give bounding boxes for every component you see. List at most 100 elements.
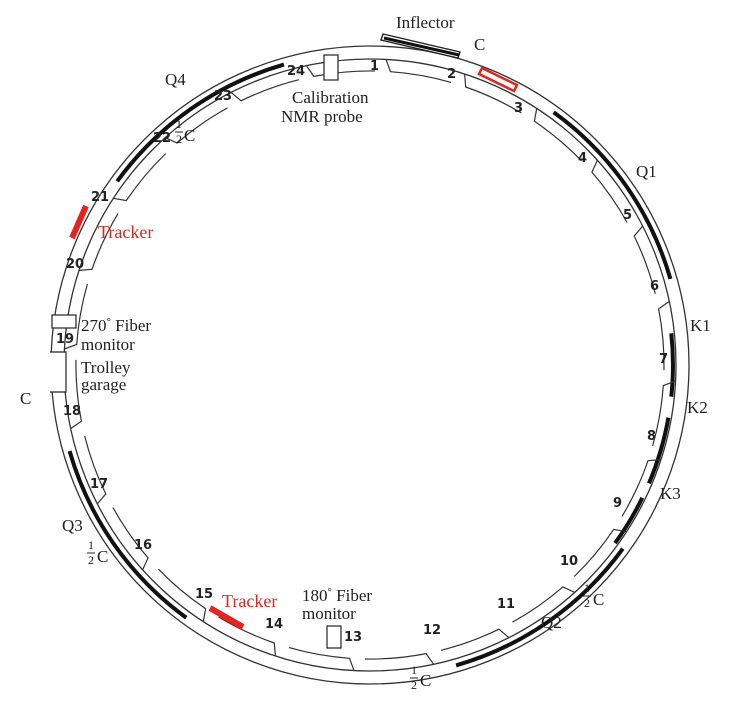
station-16: 16: [134, 538, 152, 553]
kicker-sections: [613, 333, 675, 545]
kicker-arc: [669, 333, 675, 397]
fiber-monitor-270-box: [51, 314, 77, 329]
half-c-letter: C: [97, 547, 108, 566]
fiber-270-rest: Fiber: [111, 316, 151, 335]
station-17: 17: [90, 477, 108, 492]
chamber-notch: [84, 435, 107, 505]
station-22: 22: [153, 131, 171, 146]
station-9: 9: [613, 496, 622, 511]
q3-label: Q3: [62, 516, 83, 535]
fiber-270-number: 270: [81, 316, 107, 335]
half-collimator-16: 1 2 C: [87, 538, 108, 567]
half-num: 1: [88, 538, 94, 552]
tracker-marker-top: [477, 66, 519, 93]
trolley-garage: [50, 351, 67, 393]
chamber-notch: [288, 647, 355, 671]
chamber-notch: [305, 65, 376, 78]
tracker-label-15: Tracker: [222, 591, 277, 611]
half-collimator-10: 1 2 C: [583, 581, 604, 610]
station-19: 19: [56, 332, 74, 347]
station-6: 6: [650, 279, 659, 294]
station-4: 4: [578, 151, 587, 166]
calibration-label-line2: NMR probe: [281, 107, 363, 126]
chamber-notch: [364, 652, 435, 665]
station-1: 1: [370, 59, 379, 74]
tracker-label-21: Tracker: [98, 222, 153, 242]
chamber-notch: [633, 225, 656, 295]
fiber-180-rest: Fiber: [332, 586, 372, 605]
chamber-notch: [158, 568, 207, 622]
inflector-label: Inflector: [396, 13, 455, 32]
fiber-180-number: 180: [302, 586, 328, 605]
half-collimator-22: 1 2 C: [175, 117, 195, 146]
station-10: 10: [560, 554, 578, 569]
tracker-marker-21: [69, 204, 89, 240]
half-den: 2: [411, 678, 417, 692]
kicker-arc: [613, 496, 645, 545]
chamber-notch: [652, 380, 676, 447]
calibration-probe-box: [323, 54, 339, 81]
k3-label: K3: [660, 484, 681, 503]
inflector: [380, 33, 461, 59]
trolley-label-line1: Trolley: [81, 358, 131, 377]
fiber-180-degree: °: [328, 586, 332, 598]
quadrupole-sections: [67, 62, 673, 668]
station-21: 21: [91, 190, 109, 205]
chamber-notch: [78, 213, 119, 271]
station-8: 8: [647, 429, 656, 444]
kicker-arc: [647, 417, 671, 485]
half-den: 2: [88, 553, 94, 567]
station-18: 18: [63, 404, 81, 419]
half-c-letter: C: [420, 671, 431, 690]
q4-label: Q4: [165, 70, 186, 89]
chamber-notch: [164, 107, 228, 144]
station-2: 2: [447, 67, 456, 82]
fiber-270-label-line2: monitor: [81, 335, 135, 354]
fiber-monitor-180-box: [326, 625, 342, 649]
station-5: 5: [623, 208, 632, 223]
fiber-180-label-line1: 180° Fiber: [302, 586, 372, 605]
chamber-notch: [464, 73, 522, 114]
quadrupole-arc: [455, 547, 625, 668]
station-12: 12: [423, 623, 441, 638]
station-3: 3: [514, 101, 523, 116]
station-23: 23: [214, 89, 232, 104]
k2-label: K2: [687, 398, 708, 417]
quadrupole-arc: [552, 110, 673, 280]
half-collimator-12: 1 2 C: [410, 663, 431, 692]
chamber-notch: [512, 586, 576, 623]
chamber-notch: [573, 528, 627, 577]
half-c-letter: C: [593, 590, 604, 609]
q2-label: Q2: [541, 613, 562, 632]
fiber-270-degree: °: [107, 316, 111, 328]
station-11: 11: [497, 597, 515, 612]
calibration-label-line1: Calibration: [292, 88, 369, 107]
chamber-notch: [657, 300, 670, 371]
chamber-notch: [621, 459, 662, 517]
chamber-notch: [70, 359, 83, 430]
inflector-inner-line: [383, 36, 460, 57]
fiber-180-label-line2: monitor: [302, 604, 356, 623]
chamber-notch: [218, 616, 276, 657]
half-num: 1: [176, 117, 182, 131]
half-num: 1: [411, 663, 417, 677]
chamber-notch: [112, 507, 149, 571]
chamber-notch: [113, 153, 167, 202]
chamber-notch: [591, 159, 628, 223]
station-13: 13: [344, 630, 362, 645]
chamber-notch: [64, 283, 88, 350]
tracker-marker-15: [208, 605, 245, 630]
chamber-notch: [230, 79, 300, 102]
station-14: 14: [265, 617, 283, 632]
station-20: 20: [66, 257, 84, 272]
chamber-notch: [440, 628, 510, 651]
vacuum-chambers: [64, 59, 676, 671]
quadrupole-arc: [115, 62, 285, 183]
q1-label: Q1: [636, 162, 657, 181]
quadrupole-arc: [67, 450, 188, 620]
station-7: 7: [659, 352, 668, 367]
half-den: 2: [176, 132, 182, 146]
trolley-label-line2: garage: [81, 375, 126, 394]
station-24: 24: [287, 64, 305, 79]
